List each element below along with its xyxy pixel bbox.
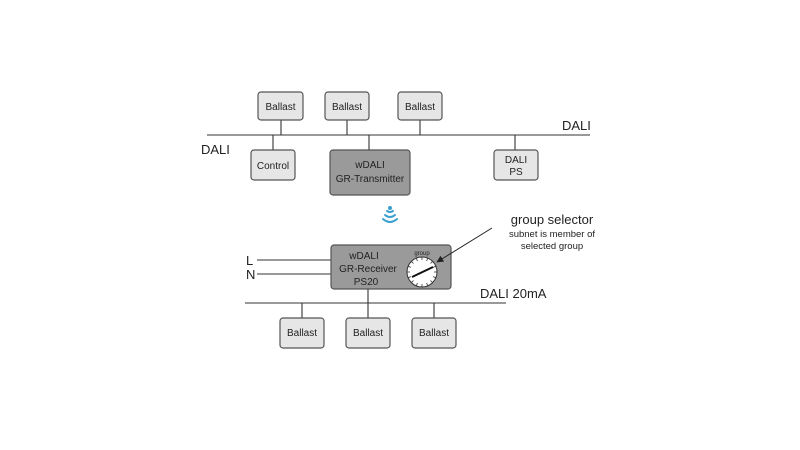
top-ballast-3: Ballast [397, 91, 443, 135]
bottom-bus-label: DALI 20mA [480, 286, 547, 301]
svg-text:Ballast: Ballast [419, 328, 449, 339]
svg-text:wDALI: wDALI [354, 160, 384, 171]
top-bus-label-left: DALI [201, 142, 230, 157]
control-device: Control [250, 135, 296, 181]
svg-text:Ballast: Ballast [353, 328, 383, 339]
dial-tick [411, 261, 414, 264]
dial-tick [407, 265, 412, 268]
dial-tick [430, 280, 433, 283]
dial-tick [432, 265, 437, 268]
svg-text:Control: Control [257, 161, 289, 172]
dial-tick [426, 282, 429, 287]
group-selector-dial: group [406, 251, 438, 288]
svg-text:PS20: PS20 [354, 277, 379, 288]
wifi-signal-icon [382, 206, 398, 223]
dial-tick [415, 282, 418, 287]
annotation-arrow [436, 227, 493, 263]
mains-n-label: N [246, 267, 255, 282]
svg-text:Ballast: Ballast [405, 102, 435, 113]
mains-l-label: L [246, 253, 253, 268]
dial-tick [432, 276, 437, 279]
bottom-ballast-1: Ballast [279, 303, 325, 349]
dali-power-supply: DALI PS [493, 135, 539, 181]
top-bus-label-right: DALI [562, 118, 591, 133]
svg-text:Ballast: Ballast [287, 328, 317, 339]
top-ballast-2: Ballast [324, 91, 370, 135]
dial-tick [430, 261, 433, 264]
dial-tick [426, 257, 429, 262]
svg-text:Ballast: Ballast [332, 102, 362, 113]
bottom-ballast-3: Ballast [411, 303, 457, 349]
wdali-gr-transmitter: wDALI GR-Transmitter [329, 135, 411, 196]
bottom-ballast-2: Ballast [345, 303, 391, 349]
svg-text:GR-Transmitter: GR-Transmitter [336, 174, 405, 185]
annotation-title: group selector [511, 212, 594, 227]
svg-text:DALI: DALI [505, 155, 527, 166]
annotation-line-2: selected group [521, 241, 583, 252]
svg-text:wDALI: wDALI [348, 251, 378, 262]
dial-tick [411, 280, 414, 283]
dial-label: group [414, 251, 430, 257]
svg-text:PS: PS [509, 167, 523, 178]
dial-pointer [411, 266, 434, 278]
annotation-line-1: subnet is member of [509, 229, 595, 240]
dial-tick [415, 257, 418, 262]
top-ballast-1: Ballast [257, 91, 304, 135]
svg-text:Ballast: Ballast [265, 102, 295, 113]
dial-tick [407, 276, 412, 279]
svg-text:GR-Receiver: GR-Receiver [339, 264, 397, 275]
